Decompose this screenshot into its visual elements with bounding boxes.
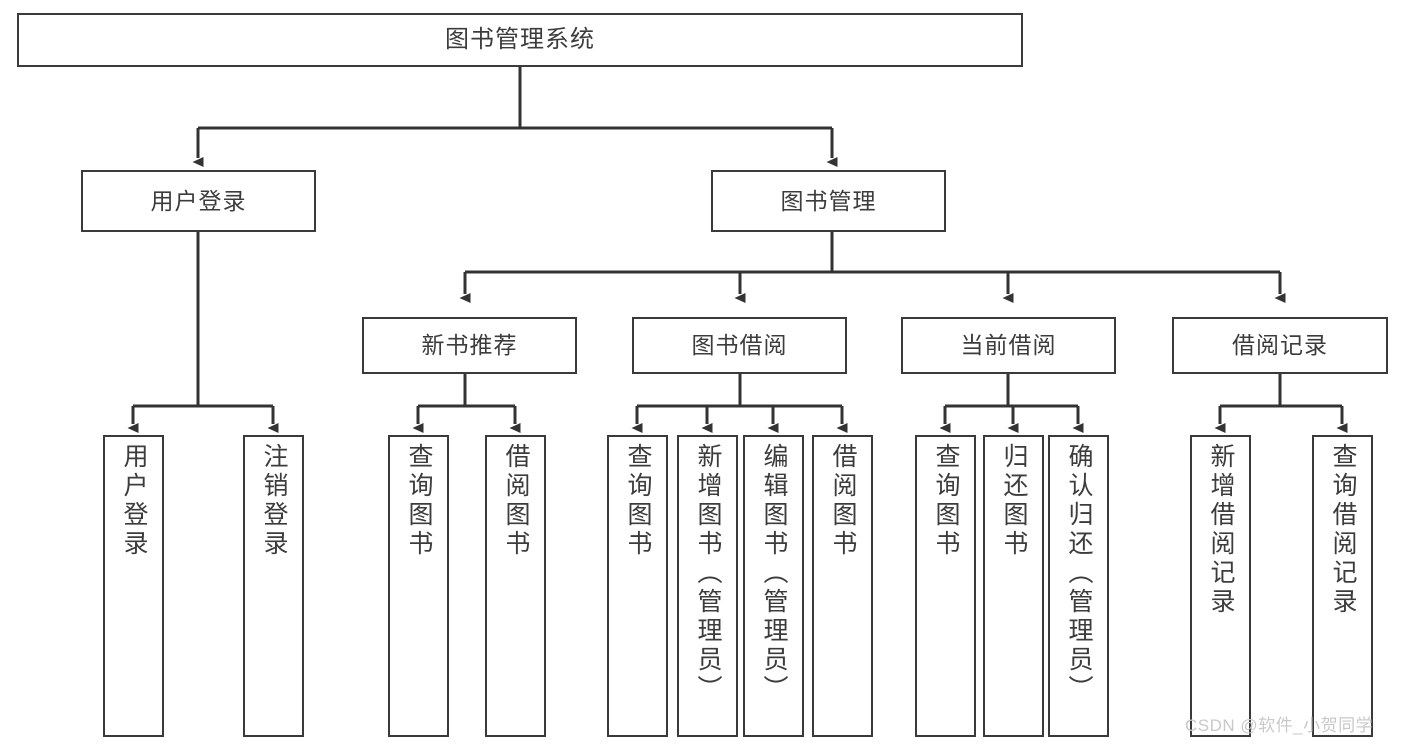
node-root[interactable]: 图书管理系统 <box>17 13 1023 67</box>
watermark-text: CSDN @软件_小贺同学 <box>1185 716 1374 735</box>
node-leaf-add-book-label: 新增图书（管理员） <box>694 443 722 704</box>
node-new-book-recommend-label: 新书推荐 <box>421 332 518 359</box>
node-leaf-query-record[interactable]: 查询借阅记录 <box>1312 435 1373 737</box>
node-user-login[interactable]: 用户登录 <box>81 170 316 232</box>
node-leaf-add-book[interactable]: 新增图书（管理员） <box>677 435 738 737</box>
node-leaf-query-book-1-label: 查询图书 <box>405 443 433 559</box>
node-leaf-borrow-book-2-label: 借阅图书 <box>829 443 857 559</box>
node-new-book-recommend[interactable]: 新书推荐 <box>362 317 577 374</box>
node-leaf-add-record-label: 新增借阅记录 <box>1207 443 1235 617</box>
node-user-login-label: 用户登录 <box>150 187 247 214</box>
node-book-manage-label: 图书管理 <box>780 187 877 214</box>
node-leaf-confirm-return[interactable]: 确认归还（管理员） <box>1048 435 1109 737</box>
node-borrow-record[interactable]: 借阅记录 <box>1172 317 1388 374</box>
node-leaf-return-book[interactable]: 归还图书 <box>983 435 1044 737</box>
node-leaf-user-logout-label: 注销登录 <box>260 443 288 559</box>
node-leaf-user-login-label: 用户登录 <box>120 443 148 559</box>
node-leaf-user-login[interactable]: 用户登录 <box>103 435 164 737</box>
node-borrow-record-label: 借阅记录 <box>1232 332 1328 359</box>
node-book-borrow-label: 图书借阅 <box>691 332 788 359</box>
node-leaf-add-record[interactable]: 新增借阅记录 <box>1190 435 1251 737</box>
node-leaf-return-book-label: 归还图书 <box>1000 443 1028 559</box>
node-leaf-borrow-book-1-label: 借阅图书 <box>502 443 530 559</box>
node-leaf-user-logout[interactable]: 注销登录 <box>243 435 304 737</box>
node-book-manage[interactable]: 图书管理 <box>711 170 946 232</box>
node-leaf-query-book-2[interactable]: 查询图书 <box>607 435 668 737</box>
node-leaf-edit-book-label: 编辑图书（管理员） <box>760 443 788 704</box>
node-leaf-query-book-3-label: 查询图书 <box>932 443 960 559</box>
node-leaf-borrow-book-2[interactable]: 借阅图书 <box>812 435 873 737</box>
node-leaf-query-book-2-label: 查询图书 <box>624 443 652 559</box>
node-leaf-edit-book[interactable]: 编辑图书（管理员） <box>743 435 804 737</box>
node-leaf-query-record-label: 查询借阅记录 <box>1329 443 1357 617</box>
node-leaf-confirm-return-label: 确认归还（管理员） <box>1065 443 1093 704</box>
node-current-borrow[interactable]: 当前借阅 <box>901 317 1116 374</box>
node-leaf-query-book-3[interactable]: 查询图书 <box>915 435 976 737</box>
node-root-label: 图书管理系统 <box>445 26 595 54</box>
node-leaf-borrow-book-1[interactable]: 借阅图书 <box>485 435 546 737</box>
node-current-borrow-label: 当前借阅 <box>960 332 1057 359</box>
node-leaf-query-book-1[interactable]: 查询图书 <box>388 435 449 737</box>
node-book-borrow[interactable]: 图书借阅 <box>632 317 847 374</box>
